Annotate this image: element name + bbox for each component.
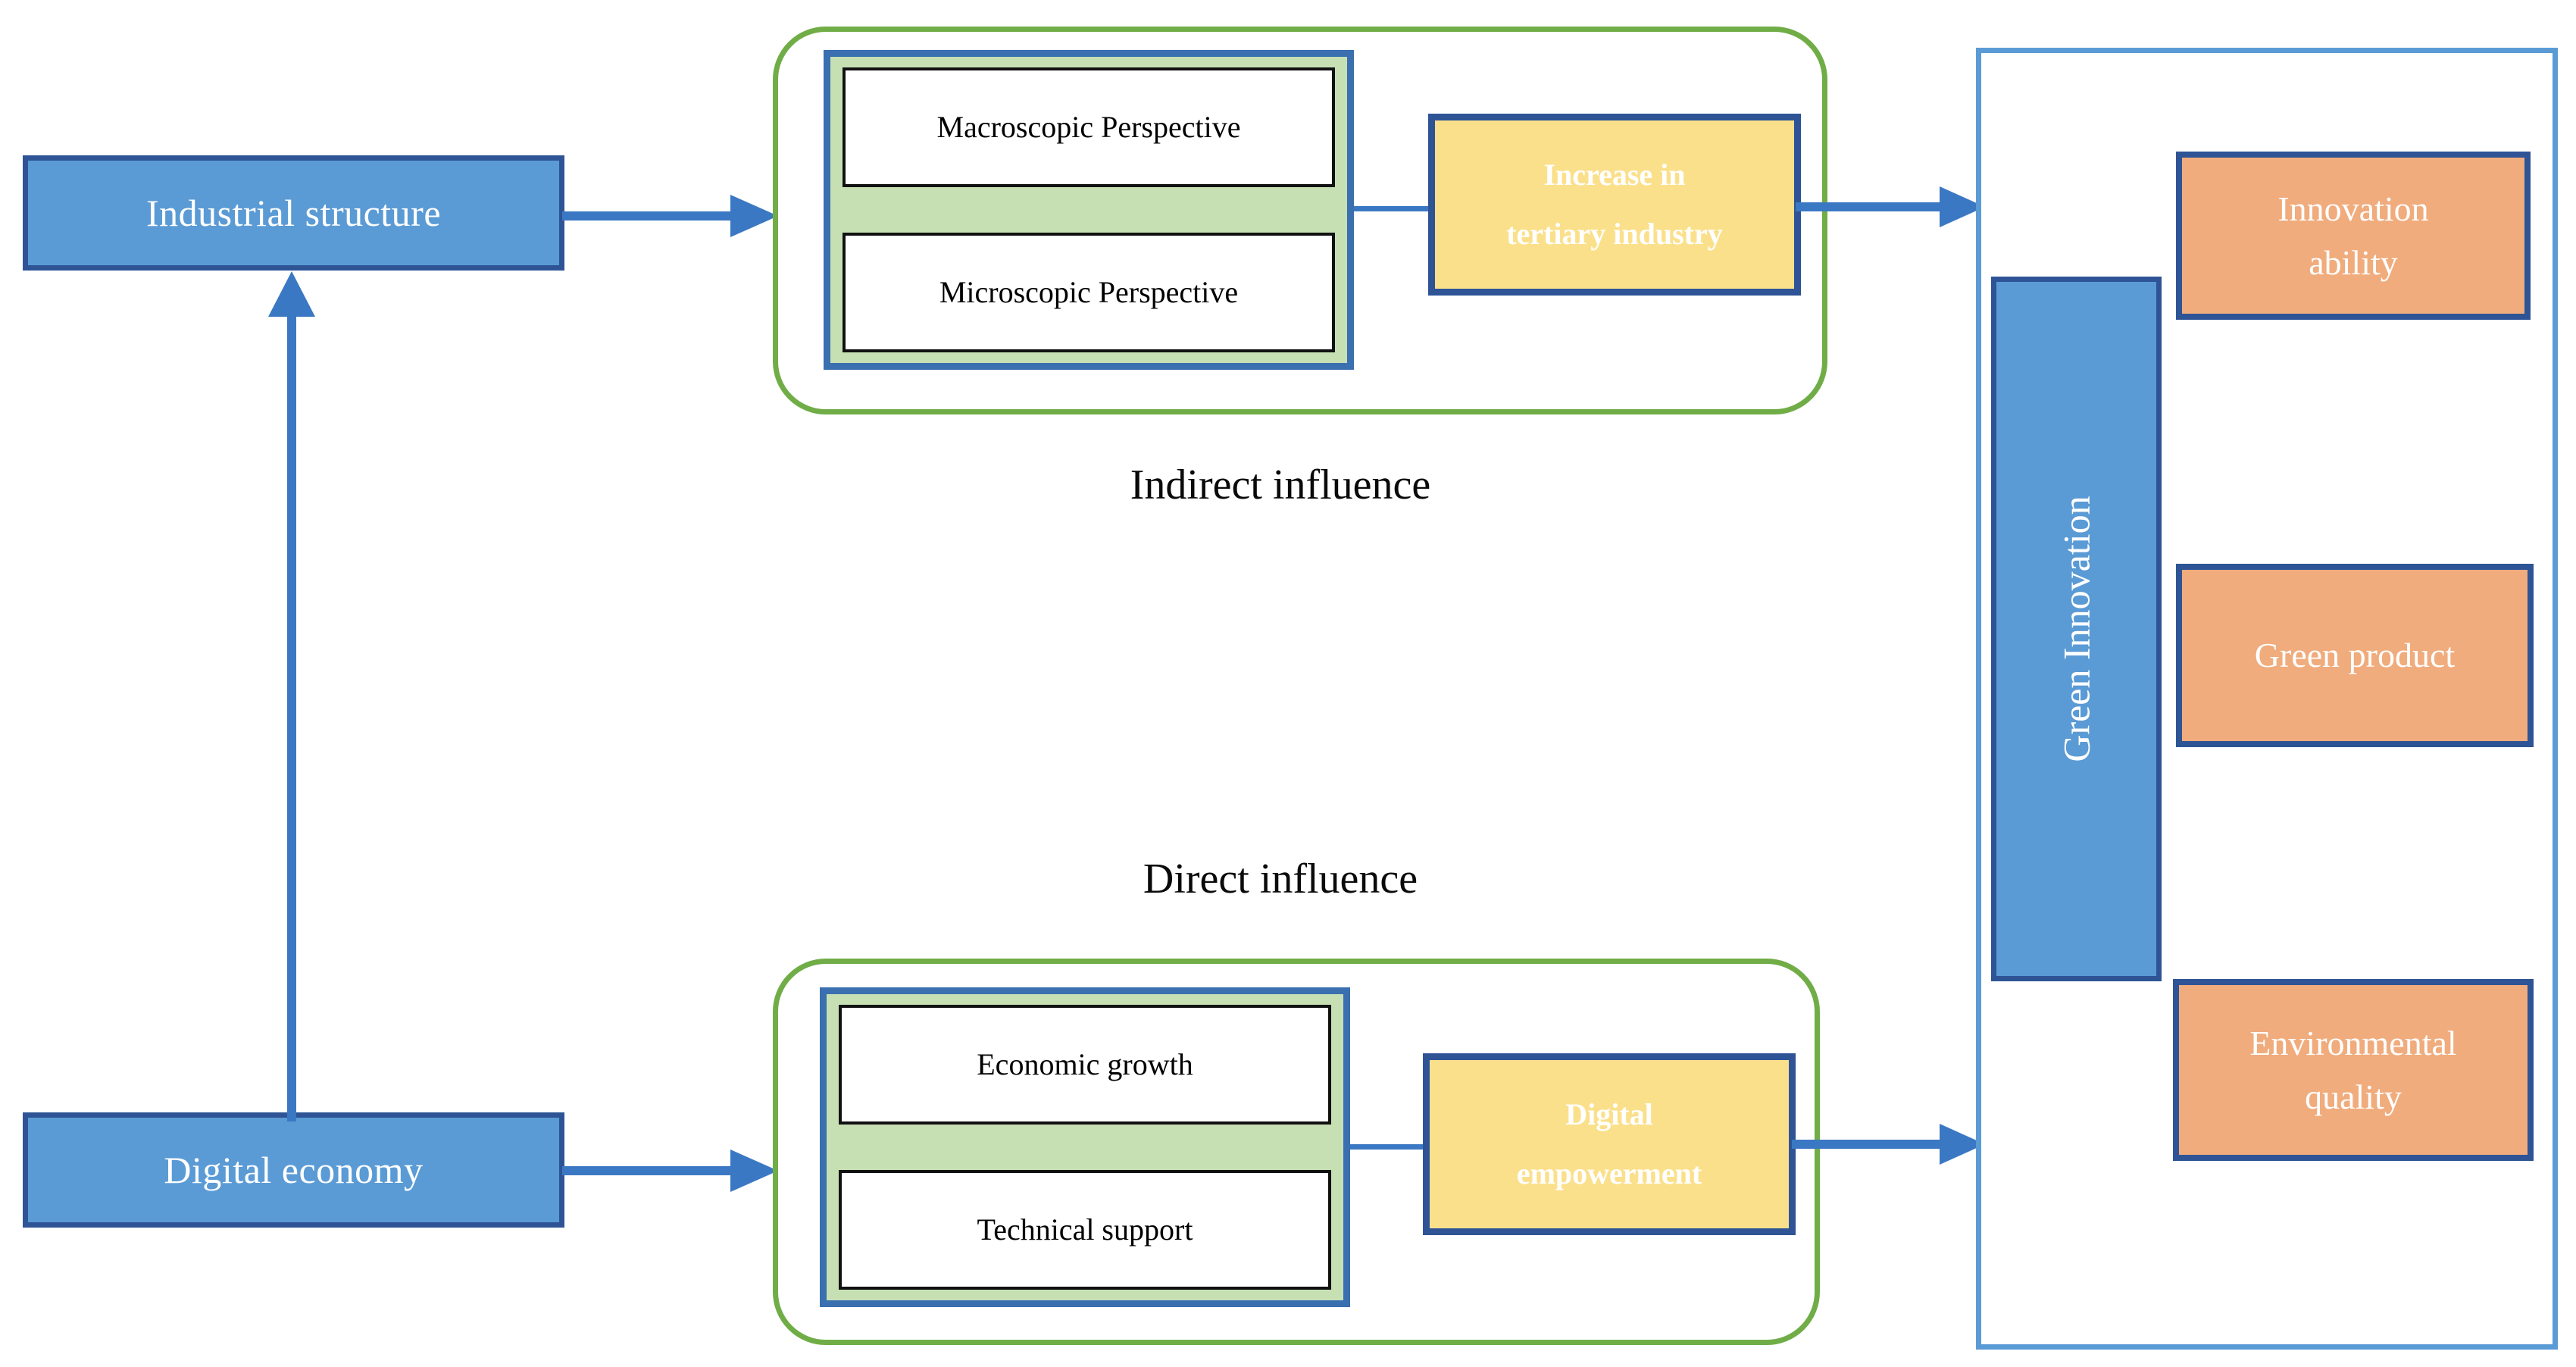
node-green-product-line1: Green product bbox=[2254, 636, 2456, 675]
node-increase-tertiary-industry[interactable]: Increase in tertiary industry bbox=[1428, 114, 1801, 296]
connector-direct-panel-to-outcome bbox=[1350, 1144, 1424, 1150]
node-digital-empowerment[interactable]: Digital empowerment bbox=[1423, 1053, 1796, 1235]
connector-indirect-panel-to-outcome bbox=[1354, 206, 1430, 211]
node-innovation-ability-line1: Innovation bbox=[2277, 189, 2429, 228]
item-technical-support-label: Technical support bbox=[977, 1212, 1193, 1247]
node-green-innovation-label: Green Innovation bbox=[2055, 496, 2098, 762]
item-economic-growth-label: Economic growth bbox=[977, 1047, 1193, 1082]
node-digital-economy-label: Digital economy bbox=[164, 1148, 424, 1191]
node-green-innovation-bar[interactable]: Green Innovation bbox=[1991, 277, 2162, 981]
node-increase-tertiary-industry-line1: Increase in bbox=[1543, 158, 1686, 192]
node-digital-empowerment-line2: empowerment bbox=[1516, 1156, 1702, 1190]
node-environmental-quality-line2: quality bbox=[2305, 1078, 2402, 1116]
arrow-digital-economy-to-direct bbox=[562, 1150, 778, 1192]
node-increase-tertiary-industry-line2: tertiary industry bbox=[1506, 217, 1723, 251]
item-macroscopic-perspective[interactable]: Macroscopic Perspective bbox=[843, 67, 1335, 188]
caption-indirect-influence: Indirect influence bbox=[939, 461, 1621, 509]
node-industrial-structure-label: Industrial structure bbox=[145, 191, 442, 234]
item-macroscopic-perspective-label: Macroscopic Perspective bbox=[936, 110, 1241, 145]
caption-indirect-influence-text: Indirect influence bbox=[1130, 461, 1431, 508]
arrow-indirect-to-green-innovation bbox=[1796, 186, 1985, 227]
item-microscopic-perspective[interactable]: Microscopic Perspective bbox=[843, 232, 1335, 352]
arrow-digital-economy-to-industrial-structure bbox=[268, 271, 315, 1121]
item-microscopic-perspective-label: Microscopic Perspective bbox=[939, 274, 1239, 309]
panel-direct-foundations: Economic growth Technical support bbox=[820, 987, 1350, 1307]
item-technical-support[interactable]: Technical support bbox=[839, 1169, 1331, 1290]
item-economic-growth[interactable]: Economic growth bbox=[839, 1005, 1331, 1125]
node-digital-empowerment-line1: Digital bbox=[1565, 1097, 1653, 1131]
caption-direct-influence-text: Direct influence bbox=[1143, 856, 1418, 902]
arrow-industrial-structure-to-indirect bbox=[562, 195, 778, 237]
node-industrial-structure[interactable]: Industrial structure bbox=[23, 155, 564, 271]
node-environmental-quality[interactable]: Environmental quality bbox=[2173, 979, 2534, 1161]
caption-direct-influence: Direct influence bbox=[939, 855, 1621, 903]
node-green-product[interactable]: Green product bbox=[2176, 564, 2534, 747]
node-digital-economy[interactable]: Digital economy bbox=[23, 1112, 564, 1228]
node-innovation-ability[interactable]: Innovation ability bbox=[2176, 152, 2531, 320]
arrow-direct-to-green-innovation bbox=[1792, 1124, 1985, 1165]
node-innovation-ability-line2: ability bbox=[2309, 243, 2398, 282]
node-environmental-quality-line1: Environmental bbox=[2249, 1023, 2457, 1062]
panel-indirect-perspectives: Macroscopic Perspective Microscopic Pers… bbox=[824, 50, 1354, 370]
